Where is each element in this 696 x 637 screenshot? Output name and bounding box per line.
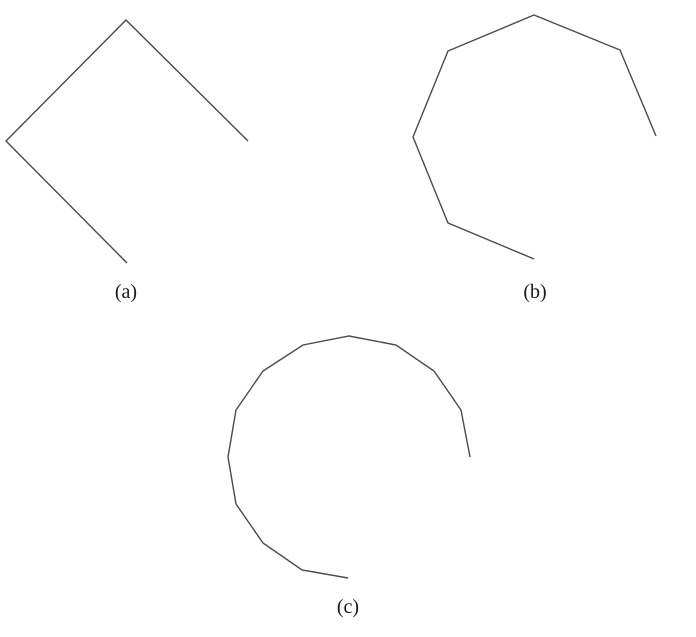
panel-c-polyline xyxy=(227,335,471,579)
panel-b: (b) xyxy=(412,14,657,303)
panel-a: (a) xyxy=(5,19,249,303)
panel-a-polyline xyxy=(5,19,249,264)
panel-b-polyline xyxy=(412,14,657,260)
panel-c-caption: (c) xyxy=(337,596,359,618)
panel-b-caption: (b) xyxy=(523,281,546,303)
panel-c: (c) xyxy=(227,335,471,618)
panel-a-caption: (a) xyxy=(115,281,137,303)
